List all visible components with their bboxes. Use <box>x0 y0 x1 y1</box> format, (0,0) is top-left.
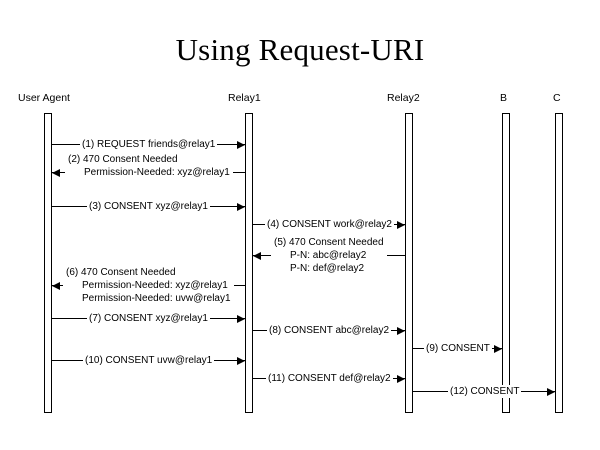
message-label-line: (5) 470 Consent Needed <box>274 237 384 248</box>
participant-label-c: C <box>553 92 561 104</box>
message-arrowhead-11 <box>397 374 405 383</box>
message-label-line: (2) 470 Consent Needed <box>68 154 178 165</box>
participant-label-relay2: Relay2 <box>387 92 420 104</box>
message-arrowhead-8 <box>397 326 405 335</box>
lifeline-b <box>502 113 510 413</box>
message-label-line: (6) 470 Consent Needed <box>66 267 176 278</box>
participant-label-b: B <box>500 92 508 104</box>
participant-label-relay1: Relay1 <box>228 92 261 104</box>
message-arrowhead-10 <box>237 356 245 365</box>
lifeline-user-agent <box>44 113 52 413</box>
message-label-line: (10) CONSENT uvw@relay1 <box>85 355 213 366</box>
message-label-line: (7) CONSENT xyz@relay1 <box>89 313 208 324</box>
message-arrowhead-9 <box>494 344 502 353</box>
message-label-9: (9) CONSENT <box>424 342 492 355</box>
message-arrowhead-2 <box>52 168 60 177</box>
message-label-line: (1) REQUEST friends@relay1 <box>82 139 216 150</box>
message-label-line: Permission-Needed: xyz@relay1 <box>82 280 228 291</box>
message-arrowhead-5 <box>253 251 261 260</box>
message-label-line: (4) CONSENT work@relay2 <box>267 219 392 230</box>
message-label-line: Permission-Needed: xyz@relay1 <box>84 167 230 178</box>
message-label-4: (4) CONSENT work@relay2 <box>265 218 394 231</box>
message-label-10: (10) CONSENT uvw@relay1 <box>83 354 215 367</box>
message-arrowhead-1 <box>237 140 245 149</box>
participant-label-user-agent: User Agent <box>18 92 70 104</box>
page-title: Using Request-URI <box>175 32 425 67</box>
message-arrowhead-7 <box>237 314 245 323</box>
message-arrowhead-6 <box>52 281 60 290</box>
message-arrowhead-4 <box>397 220 405 229</box>
message-label-line: (12) CONSENT <box>450 386 520 397</box>
message-label-3: (3) CONSENT xyz@relay1 <box>87 200 210 213</box>
message-label-line: (8) CONSENT abc@relay2 <box>269 325 389 336</box>
message-label-line: P-N: def@relay2 <box>290 263 365 274</box>
message-label-line: (9) CONSENT <box>426 343 490 354</box>
message-label-line: P-N: abc@relay2 <box>290 250 367 261</box>
message-label-11: (11) CONSENT def@relay2 <box>266 372 393 385</box>
lifeline-relay1 <box>245 113 253 413</box>
message-label-line: Permission-Needed: uvw@relay1 <box>82 293 231 304</box>
message-label-1: (1) REQUEST friends@relay1 <box>80 138 218 151</box>
message-label-12: (12) CONSENT <box>448 385 522 398</box>
message-label-line: (11) CONSENT def@relay2 <box>268 373 391 384</box>
message-label-8: (8) CONSENT abc@relay2 <box>267 324 391 337</box>
message-label-7: (7) CONSENT xyz@relay1 <box>87 312 210 325</box>
lifeline-c <box>555 113 563 413</box>
message-arrowhead-12 <box>547 387 555 396</box>
message-arrowhead-3 <box>237 202 245 211</box>
lifeline-relay2 <box>405 113 413 413</box>
message-label-line: (3) CONSENT xyz@relay1 <box>89 201 208 212</box>
